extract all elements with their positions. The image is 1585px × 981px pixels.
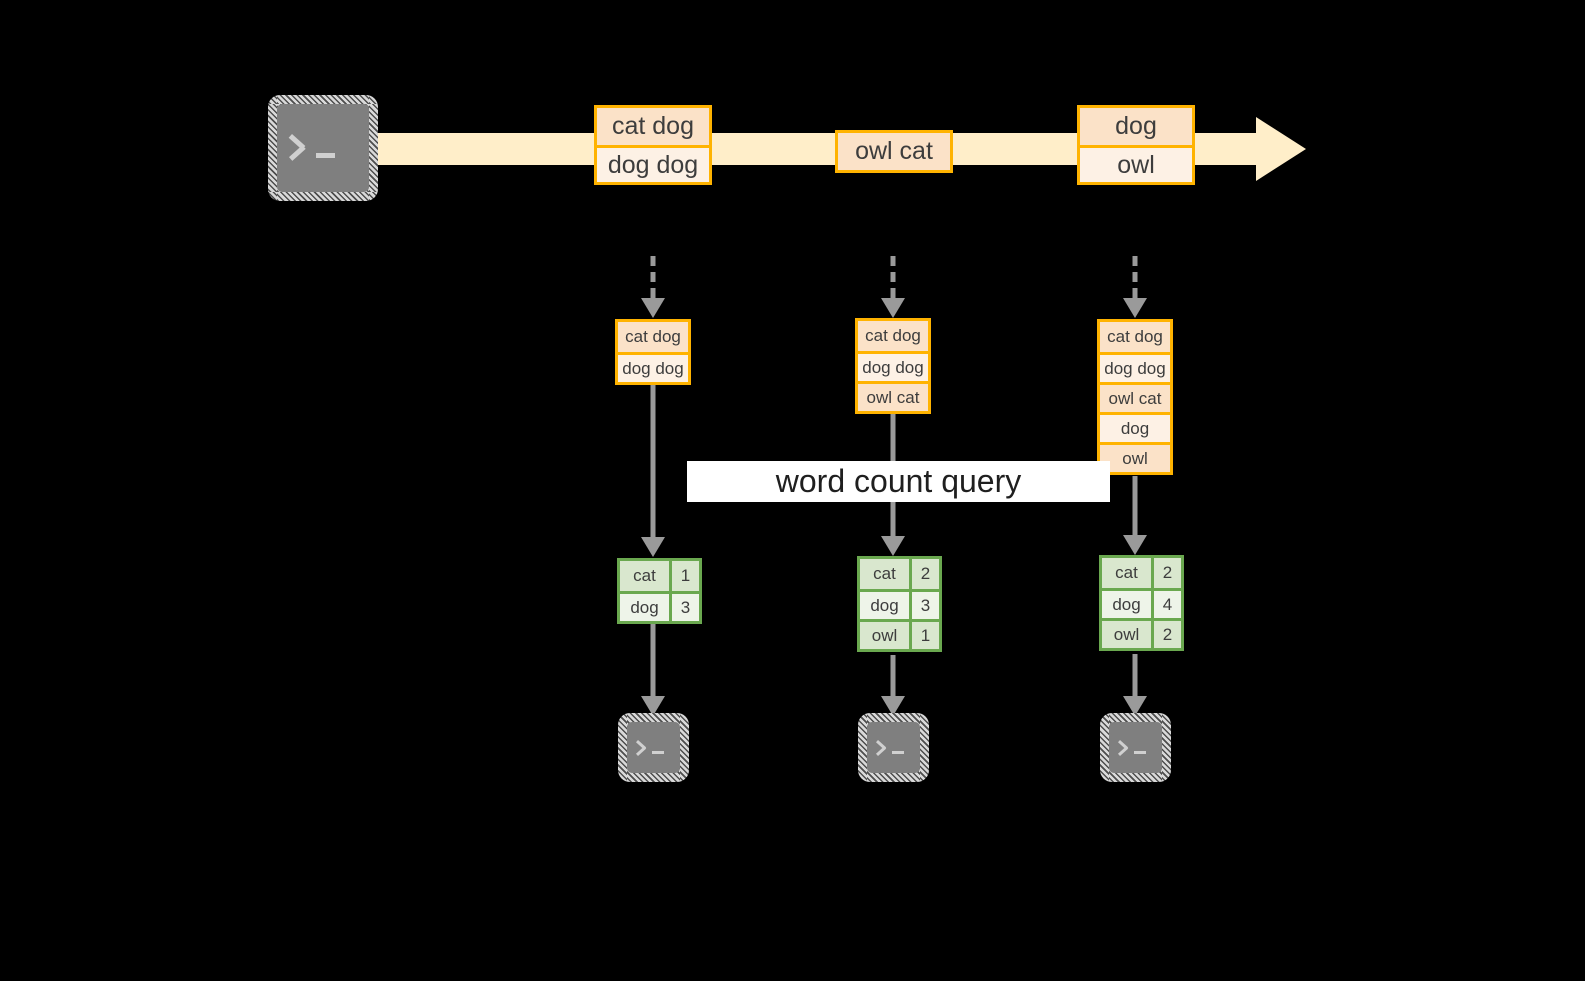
trigger-2-sink-terminal-icon[interactable]	[858, 713, 929, 782]
terminal-screen	[277, 104, 369, 192]
table-row: owl 2	[1102, 618, 1181, 648]
table-row: owl 1	[860, 619, 939, 649]
table-row: cat 2	[860, 559, 939, 589]
count-cell: 1	[909, 622, 939, 649]
count-cell: 3	[909, 592, 939, 619]
trigger-1-input-row: cat dog	[618, 322, 688, 352]
terminal-screen	[867, 722, 920, 773]
trigger-3-sink-connector	[1123, 654, 1147, 716]
trigger-2-stream-connector	[881, 256, 905, 318]
trigger-2-input-row: cat dog	[858, 321, 928, 351]
stream-arrow-head	[1256, 117, 1306, 181]
trigger-1-sink-connector	[641, 624, 665, 716]
trigger-3-input-row: owl cat	[1100, 382, 1170, 412]
trigger-3-input-row: owl	[1100, 442, 1170, 472]
count-cell: 2	[909, 559, 939, 589]
stream-batch-3-line-2: owl	[1080, 145, 1192, 182]
count-cell: 2	[1151, 621, 1181, 648]
count-cell: 1	[669, 561, 699, 591]
stream-batch-3-line-1: dog	[1080, 108, 1192, 145]
word-cell: owl	[860, 622, 909, 649]
stream-batch-2: owl cat	[835, 130, 953, 173]
trigger-1-result-table: cat 1 dog 3	[617, 558, 702, 624]
trigger-1-input-row: dog dog	[618, 352, 688, 382]
trigger-3-stream-connector	[1123, 256, 1147, 318]
terminal-screen	[1109, 722, 1162, 773]
query-label: word count query	[687, 461, 1110, 502]
count-cell: 3	[669, 594, 699, 621]
terminal-prompt-glyph	[635, 736, 670, 760]
terminal-prompt-glyph	[875, 736, 910, 760]
word-cell: dog	[1102, 591, 1151, 618]
trigger-2-input-row: dog dog	[858, 351, 928, 381]
trigger-1-input-table: cat dog dog dog	[615, 319, 691, 385]
trigger-2-input-row: owl cat	[858, 381, 928, 411]
trigger-1-sink-terminal-icon[interactable]	[618, 713, 689, 782]
word-cell: dog	[860, 592, 909, 619]
word-cell: cat	[860, 559, 909, 589]
table-row: dog 3	[620, 591, 699, 621]
trigger-3-query-connector	[1123, 476, 1147, 555]
stream-batch-2-line-1: owl cat	[838, 133, 950, 170]
trigger-1-stream-connector	[641, 256, 665, 318]
terminal-prompt-glyph	[288, 128, 346, 168]
terminal-screen	[627, 722, 680, 773]
stream-batch-1-line-2: dog dog	[597, 145, 709, 182]
word-cell: cat	[620, 561, 669, 591]
stream-batch-1-line-1: cat dog	[597, 108, 709, 145]
trigger-1-query-connector	[641, 385, 665, 557]
trigger-3-result-table: cat 2 dog 4 owl 2	[1099, 555, 1184, 651]
table-row: dog 4	[1102, 588, 1181, 618]
terminal-prompt-glyph	[1117, 736, 1152, 760]
word-cell: owl	[1102, 621, 1151, 648]
table-row: cat 2	[1102, 558, 1181, 588]
trigger-2-input-table: cat dog dog dog owl cat	[855, 318, 931, 414]
trigger-2-result-table: cat 2 dog 3 owl 1	[857, 556, 942, 652]
count-cell: 4	[1151, 591, 1181, 618]
word-cell: cat	[1102, 558, 1151, 588]
trigger-3-input-row: dog dog	[1100, 352, 1170, 382]
trigger-2-sink-connector	[881, 655, 905, 716]
stream-batch-1: cat dog dog dog	[594, 105, 712, 185]
word-cell: dog	[620, 594, 669, 621]
table-row: dog 3	[860, 589, 939, 619]
source-terminal-icon[interactable]	[268, 95, 378, 201]
stream-batch-3: dog owl	[1077, 105, 1195, 185]
trigger-3-input-table: cat dog dog dog owl cat dog owl	[1097, 319, 1173, 475]
table-row: cat 1	[620, 561, 699, 591]
trigger-3-input-row: dog	[1100, 412, 1170, 442]
trigger-3-input-row: cat dog	[1100, 322, 1170, 352]
count-cell: 2	[1151, 558, 1181, 588]
trigger-3-sink-terminal-icon[interactable]	[1100, 713, 1171, 782]
